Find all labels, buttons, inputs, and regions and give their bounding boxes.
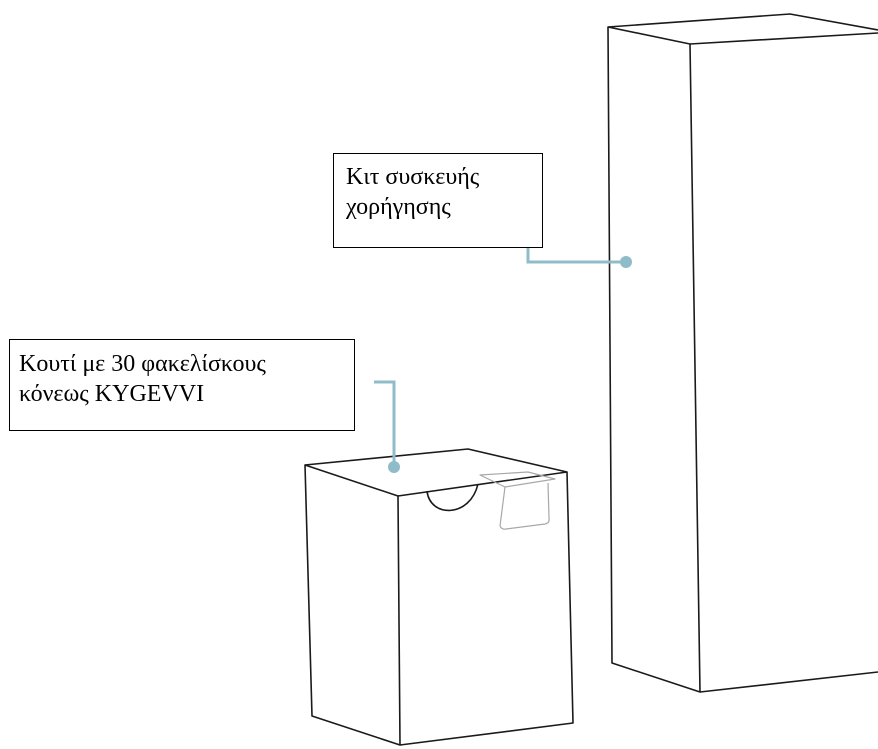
kit-label-line-1: Κιτ συσκευής <box>346 164 480 190</box>
kit-label: Κιτ συσκευής χορήγησης <box>333 153 543 248</box>
sachet-box-label: Κουτί με 30 φακελίσκους κόνεως KYGEVVI <box>9 339 355 431</box>
sachet-box-label-line-1: Κουτί με 30 φακελίσκους <box>19 351 266 377</box>
sachet-box-illustration <box>304 448 574 746</box>
kit-label-connector <box>526 248 632 268</box>
kit-box-side-face <box>699 671 878 693</box>
kit-box-illustration <box>607 13 878 693</box>
kit-box-front-face <box>607 26 701 693</box>
sachet-box-side-face <box>399 471 574 746</box>
sachet-box-thumb-notch <box>426 483 479 512</box>
sachet-box-front-face <box>304 464 401 746</box>
sachet-box-top-face <box>304 448 568 497</box>
kit-label-line-2: χορήγησης <box>346 194 451 220</box>
sachet-box-label-line-2: κόνεως KYGEVVI <box>19 381 205 407</box>
sachet-box-tamper-seal <box>479 471 556 530</box>
box-label-connector <box>374 380 400 473</box>
kit-box-top-face <box>607 13 878 45</box>
